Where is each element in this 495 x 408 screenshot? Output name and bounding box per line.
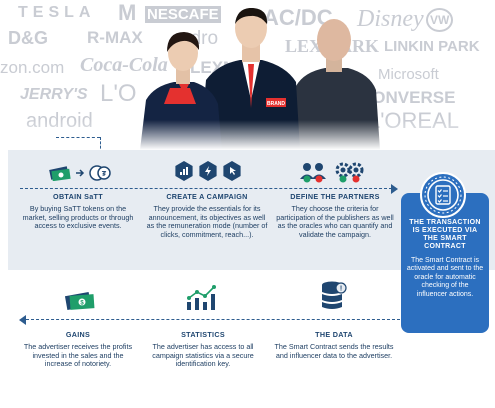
partners-icons (290, 160, 374, 184)
arrow-head-right (391, 184, 398, 194)
brand-logo: AC/DC (263, 5, 333, 30)
brand-logo: NESCAFE (145, 6, 221, 23)
step-statistics: STATISTICS The advertiser has access to … (140, 330, 266, 369)
svg-text:!: ! (340, 286, 342, 293)
step-the-data: THE DATA The Smart Contract sends the re… (270, 330, 398, 360)
brand-tag (266, 98, 286, 107)
brand-logo: Disney (357, 6, 424, 32)
arrow-head-left (19, 315, 26, 325)
brand-logo: JERRY'S (20, 86, 88, 103)
arrow-icon (76, 169, 85, 177)
connector-down (100, 137, 101, 153)
brand-logo: R-MAX (87, 28, 143, 47)
connector-top (56, 137, 100, 138)
hero-fade (0, 120, 495, 150)
step-title: STATISTICS (181, 330, 225, 339)
users-icon (300, 163, 326, 183)
step-title: GAINS (65, 330, 91, 339)
step-title: CREATE A CAMPAIGN (166, 192, 248, 201)
step-title: DEFINE THE PARTNERS (290, 192, 380, 201)
chart-icon (175, 161, 193, 181)
step-gains: GAINS The advertiser receives the profit… (18, 330, 138, 369)
brand-logo: zon.com (0, 58, 65, 77)
step-title: THE DATA (315, 330, 353, 339)
step-obtain-satt: OBTAIN SaTT By buying SaTT tokens on the… (18, 192, 138, 231)
hero-banner: TESLA M NESCAFE AC/DC Disney VW D&G R-MA… (0, 0, 495, 150)
step-create-campaign: CREATE A CAMPAIGN They provide the essen… (144, 192, 270, 239)
money-stack-icon: $ (64, 292, 95, 310)
brand-logo: VW (426, 8, 454, 32)
brand-logo: TESLA (18, 4, 96, 21)
svg-text:$: $ (80, 301, 84, 307)
step-title: OBTAIN SaTT (53, 192, 103, 201)
svg-text:₮: ₮ (102, 171, 107, 178)
brand-logo: Coca-Cola (80, 54, 168, 76)
coins-icon: ₮ (89, 165, 111, 181)
pointer-icon (223, 161, 241, 181)
brand-logo: M (118, 0, 137, 25)
contract-description: The Smart Contract is activated and sent… (406, 257, 484, 298)
step-define-partners: DEFINE THE PARTNERS They choose the crit… (272, 192, 398, 239)
contract-checklist-icon (420, 172, 466, 218)
step-description: The advertiser receives the profits inve… (23, 342, 133, 369)
database-icon: ! (322, 281, 347, 309)
statistics-chart-icon (187, 285, 216, 310)
money-icon (49, 166, 71, 181)
contract-title: THE TRANSACTION IS EXECUTED VIA THE SMAR… (409, 219, 481, 250)
brand-logo: Microsoft (378, 66, 439, 83)
brand-logo: L'O (100, 80, 137, 107)
step-description: The advertiser has access to all campaig… (152, 342, 254, 369)
step-description: By buying SaTT tokens on the market, sel… (22, 204, 134, 231)
step-description: The Smart Contract sends the results and… (274, 342, 394, 360)
flow-arrow-top (20, 188, 392, 189)
campaign-icons (172, 158, 244, 184)
brand-tag-label: BRAND (267, 101, 285, 107)
lightning-icon (199, 161, 217, 181)
brand-logo: LINKIN PARK (384, 38, 480, 55)
brand-logo: D&G (8, 28, 48, 48)
brand-logo: CONVERSE (360, 88, 456, 107)
step-description: They provide the essentials for its anno… (146, 204, 268, 239)
flow-arrow-bottom (26, 319, 400, 320)
gears-icon (335, 162, 364, 183)
obtain-icons: ₮ (48, 160, 112, 186)
step-description: They choose the criteria for participati… (276, 204, 394, 239)
